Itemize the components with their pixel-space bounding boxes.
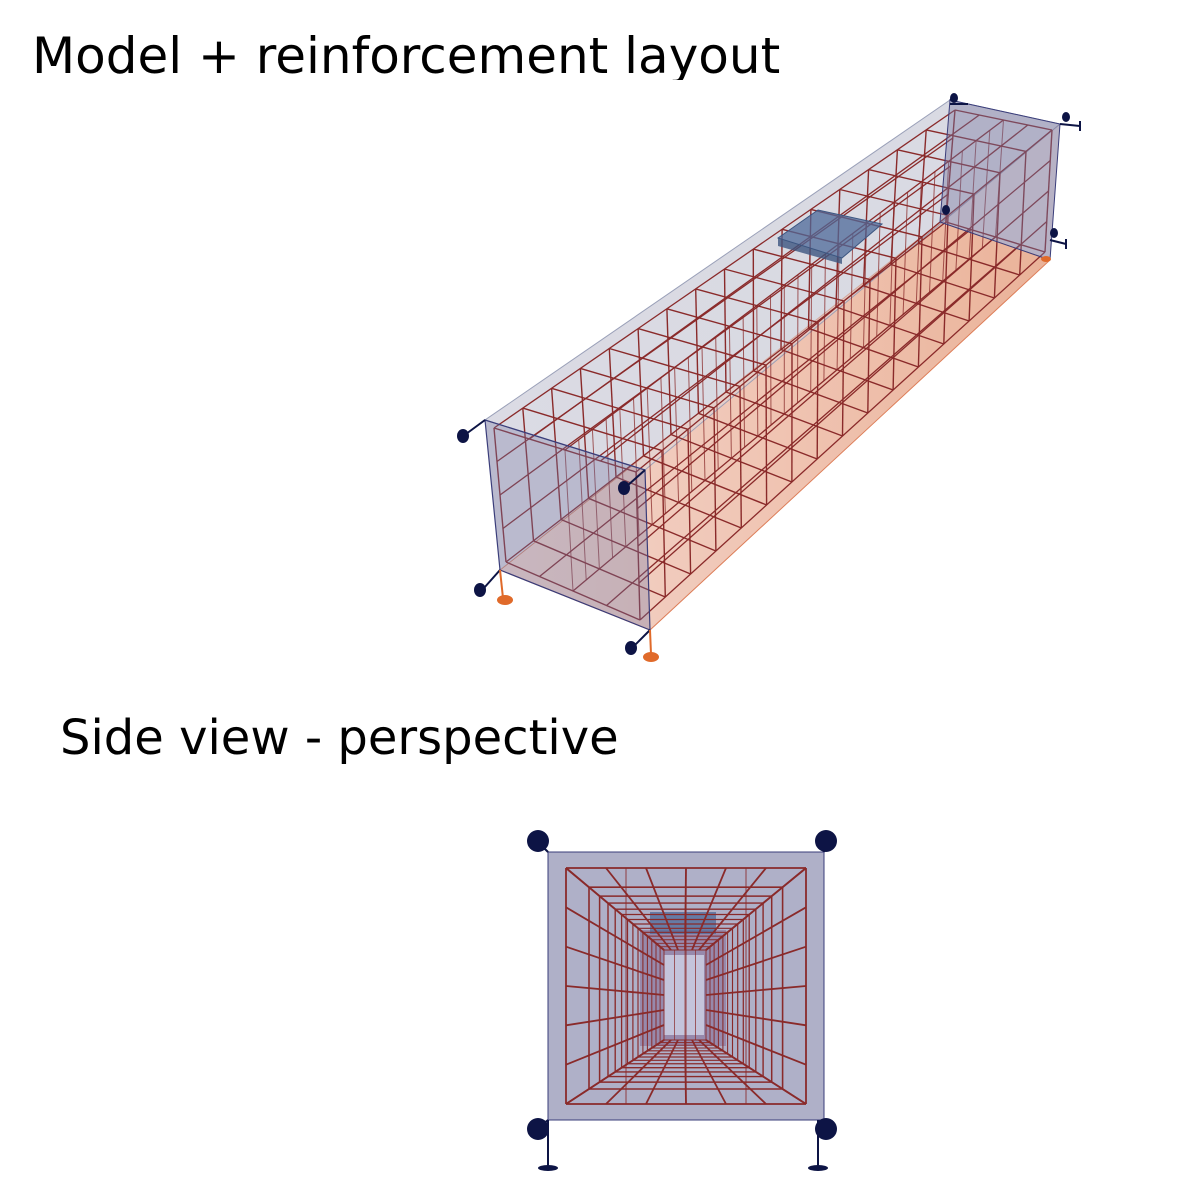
end-longitudinal-bar (698, 867, 767, 951)
end-longitudinal-bar (645, 867, 679, 951)
interior-tie (915, 181, 922, 304)
end-longitudinal-bar (691, 867, 727, 951)
interior-tie (564, 449, 574, 592)
model-title: Model + reinforcement layout (32, 27, 781, 80)
end-longitudinal-bar (691, 1039, 727, 1105)
interior-tie (863, 223, 867, 348)
interior-tie (889, 202, 895, 326)
end-support-top-left (527, 830, 549, 853)
end-longitudinal-bar (645, 1039, 679, 1105)
interior-tie (660, 377, 666, 514)
longitudinal-bar (502, 193, 949, 530)
end-support-bottom-right (808, 1118, 837, 1171)
end-longitudinal-bar (705, 867, 807, 951)
interior-tie (591, 429, 600, 569)
longitudinal-bar (499, 165, 951, 496)
interior-tie (929, 171, 936, 293)
interior-tie (823, 254, 826, 381)
support-far-top-right (1059, 112, 1081, 131)
end-longitudinal-bar (565, 1039, 665, 1105)
interior-tie (955, 150, 963, 271)
end-longitudinal-bar (565, 985, 665, 996)
rebar-cage-end-view (565, 867, 807, 1105)
end-longitudinal-bar (565, 1024, 665, 1066)
interior-tie (701, 346, 706, 481)
end-longitudinal-bar (605, 867, 672, 951)
side-view-title: Side view - perspective (60, 710, 619, 766)
interior-tie (810, 264, 813, 392)
end-longitudinal-bar (605, 1039, 672, 1105)
support-near-top-right (618, 469, 646, 495)
interior-tie (742, 315, 746, 448)
end-longitudinal-bar (565, 945, 665, 981)
beam-near-side-face (645, 124, 1060, 630)
interior-tie (797, 274, 799, 403)
longitudinal-bar (539, 228, 972, 578)
end-longitudinal-bar (705, 1024, 807, 1066)
interior-tie (981, 130, 991, 249)
longitudinal-bar (639, 251, 1046, 621)
interior-tie (836, 243, 840, 370)
end-longitudinal-bar (705, 906, 807, 966)
support-far-bottom-right (1041, 228, 1067, 262)
end-longitudinal-bar (565, 1009, 665, 1027)
interior-tie (728, 326, 732, 459)
interior-tie (995, 119, 1004, 238)
interior-tie (849, 233, 854, 359)
longitudinal-bar (493, 109, 956, 429)
end-longitudinal-bar (565, 867, 665, 951)
longitudinal-bar (638, 221, 1048, 584)
interior-tie (876, 212, 881, 337)
interior-tie (715, 336, 719, 470)
interior-tie (942, 161, 950, 282)
end-longitudinal-bar (705, 985, 807, 996)
interior-tie (756, 305, 759, 437)
interior-tie (687, 357, 693, 492)
end-view-far-face (664, 955, 704, 1035)
perspective-end-view (527, 830, 837, 1171)
load-plate-front (778, 238, 842, 264)
interior-tie (770, 295, 772, 426)
longitudinal-bar (636, 160, 1051, 510)
end-longitudinal-bar (705, 1039, 807, 1105)
interior-tie (605, 419, 614, 558)
interior-tie (578, 439, 587, 580)
end-longitudinal-bar (705, 945, 807, 981)
longitudinal-bar (496, 137, 954, 463)
longitudinal-bar (606, 244, 1021, 606)
support-near-bottom-left (474, 569, 513, 605)
interior-tie (646, 388, 653, 525)
load-plate (776, 209, 884, 259)
end-support-top-right (815, 830, 837, 853)
end-longitudinal-bar (705, 1009, 807, 1027)
support-near-bottom-right (625, 629, 659, 662)
end-support-bottom-left (527, 1118, 558, 1171)
support-far-top-left (949, 93, 968, 105)
end-longitudinal-bar (698, 1039, 767, 1105)
end-longitudinal-bar (565, 906, 665, 966)
rebar-cage-isometric (493, 109, 1053, 621)
support-far-bottom-left (942, 205, 950, 215)
support-near-top-left (457, 419, 486, 443)
interior-tie (902, 192, 909, 315)
interior-tie (619, 408, 627, 547)
isometric-beam-view (457, 93, 1081, 662)
longitudinal-bar (600, 124, 1029, 462)
interior-tie (968, 140, 977, 260)
interior-tie (674, 367, 680, 503)
longitudinal-bar (505, 221, 947, 563)
